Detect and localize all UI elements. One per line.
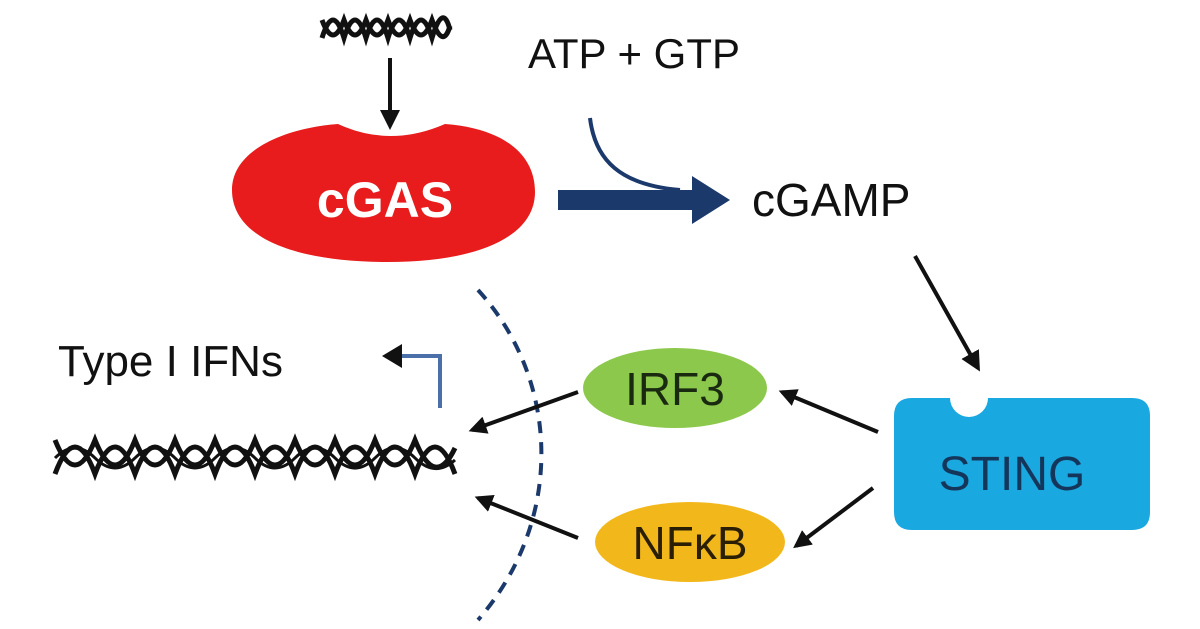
output-label: Type I IFNs [58,337,283,386]
sting-node [894,398,1150,530]
nuclear-membrane [476,288,544,622]
substrate-curve [588,117,681,192]
product-label: cGAMP [752,174,910,226]
sting-to-irf3-arrow [778,389,879,434]
irf3-node [583,348,767,428]
nfkb-to-dna-arrow [474,494,579,540]
cgas-label: cGAS [317,172,453,228]
dna-icon [319,12,453,47]
substrates-label: ATP + GTP [528,30,740,77]
irf3-label: IRF3 [625,363,725,415]
cgamp-to-sting-arrow [913,255,980,372]
nfkb-label: NFκB [633,517,748,569]
transcription-arrow [382,344,442,408]
sting-label: STING [939,448,1086,501]
sting-to-nfkb-arrow [793,486,875,549]
cgas-node [232,124,535,262]
dna-icon [52,433,458,482]
irf3-to-dna-arrow [468,390,579,434]
reaction-arrow [558,176,730,224]
nfkb-node [595,502,785,582]
